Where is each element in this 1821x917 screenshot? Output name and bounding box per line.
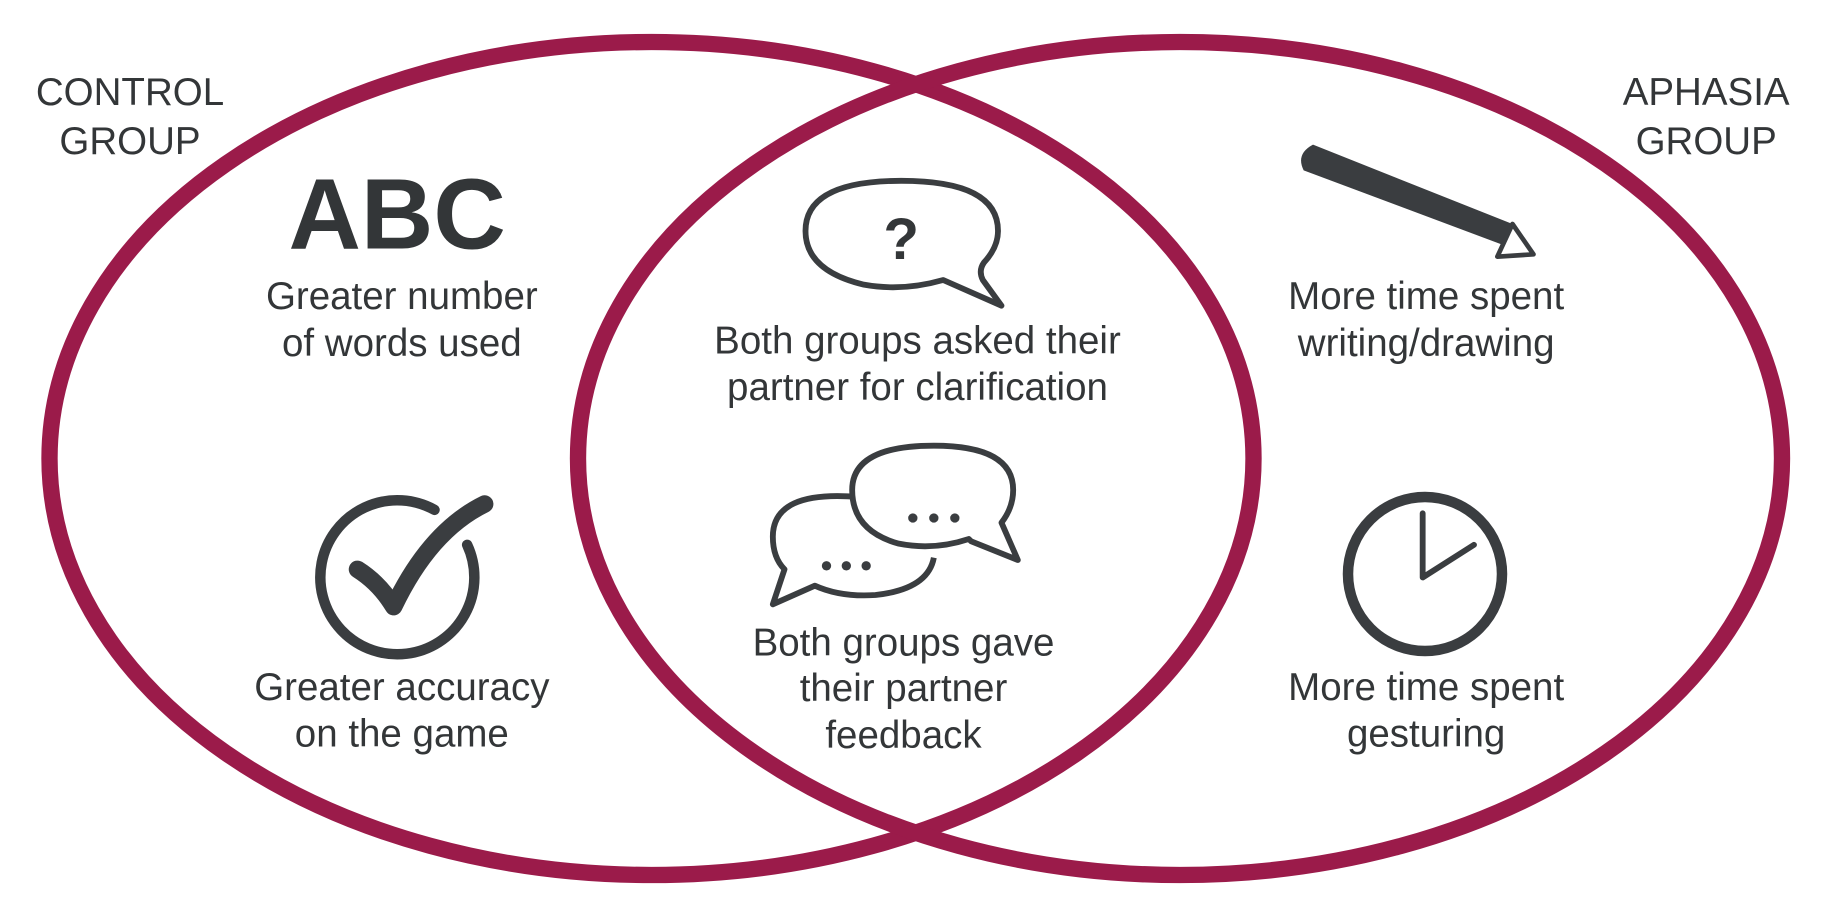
accuracy-label: Greater accuracy <box>254 666 550 709</box>
feedback-label-3: feedback <box>825 714 982 757</box>
question-bubble-icon: ? <box>802 177 1005 309</box>
control-group-circle <box>41 33 1262 884</box>
words-label: Greater number <box>266 275 538 318</box>
words-label-2: of words used <box>282 322 522 365</box>
feedback-label-2: their partner <box>800 667 1008 710</box>
conversation-bubbles-icon <box>769 442 1021 608</box>
feedback-label: Both groups gave <box>753 622 1055 665</box>
gesturing-label-2: gesturing <box>1347 713 1505 756</box>
accuracy-label-2: on the game <box>295 713 509 756</box>
clarification-label-2: partner for clarification <box>727 366 1108 409</box>
aphasia-group-circle <box>569 33 1791 884</box>
abc-icon: ABC <box>288 158 505 270</box>
control-group-label-2: GROUP <box>59 120 200 163</box>
clarification-label: Both groups asked their <box>714 320 1121 363</box>
control-group-label: CONTROL <box>36 71 224 114</box>
gesturing-label: More time spent <box>1288 666 1564 709</box>
writing-label: More time spent <box>1288 275 1564 318</box>
question-mark: ? <box>883 207 919 272</box>
aphasia-group-label: APHASIA <box>1623 71 1790 114</box>
aphasia-group-label-2: GROUP <box>1636 120 1777 163</box>
clock-icon <box>1342 491 1508 657</box>
writing-label-2: writing/drawing <box>1297 322 1555 365</box>
pencil-icon <box>1301 144 1536 259</box>
check-circle-icon <box>315 495 494 660</box>
